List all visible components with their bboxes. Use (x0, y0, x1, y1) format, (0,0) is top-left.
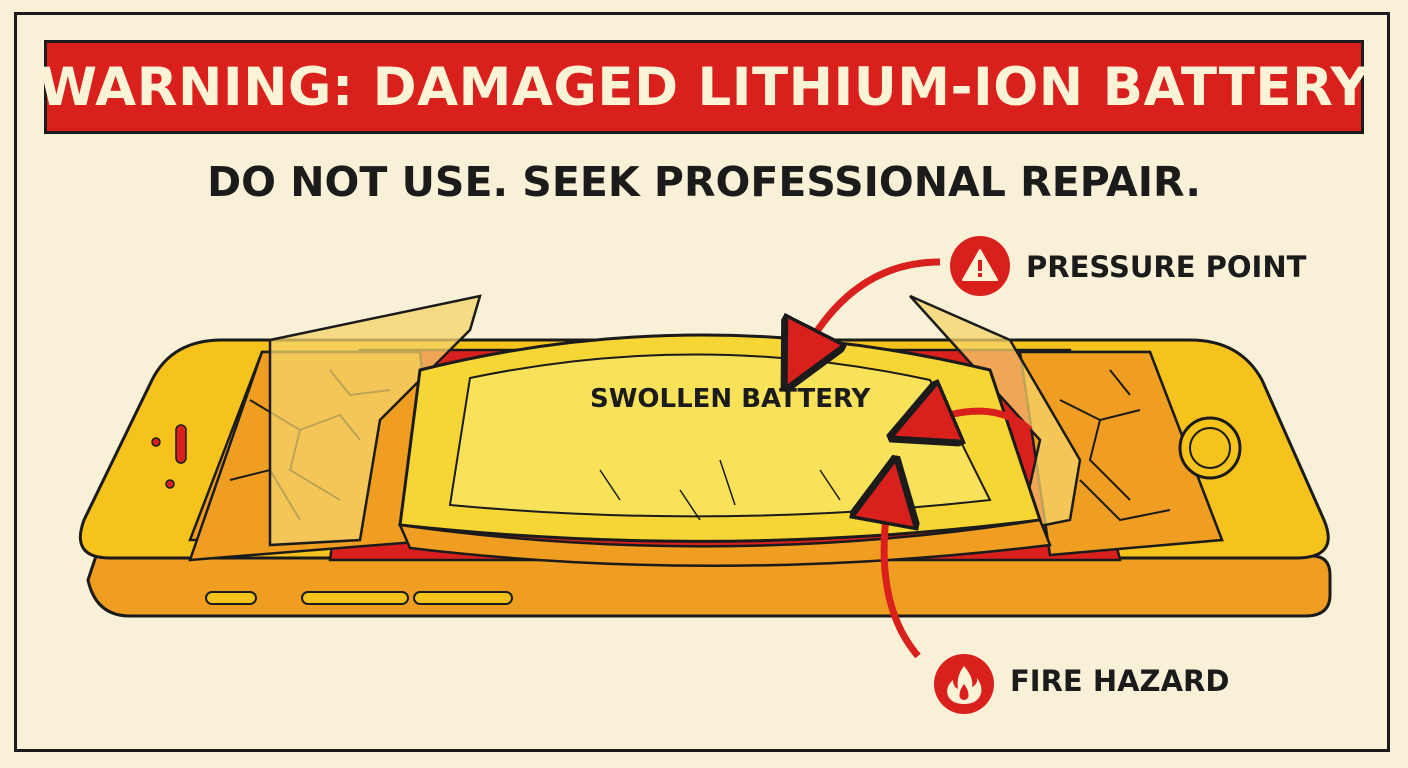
warning-triangle-icon (950, 236, 1010, 296)
sensor-dot (165, 479, 175, 489)
pressure-arrow (800, 258, 941, 360)
warning-subtitle: DO NOT USE. SEEK PROFESSIONAL REPAIR. (207, 158, 1201, 206)
battery-wrinkles (599, 459, 841, 521)
warning-banner: WARNING: DAMAGED LITHIUM-ION BATTERY (39, 40, 1369, 134)
pressure-point-label: PRESSURE POINT (1026, 250, 1307, 284)
crack-lines-right (1059, 369, 1171, 522)
battery-label-panel (448, 353, 992, 518)
speaker-slot (175, 424, 187, 464)
volume-up-button (301, 591, 409, 605)
home-button (1178, 416, 1242, 480)
swollen-battery-label: SWOLLEN BATTERY (590, 384, 871, 414)
poster-frame (14, 12, 1390, 752)
mute-switch (205, 591, 257, 605)
peeled-glass-left (268, 294, 482, 547)
home-button-ring (1189, 427, 1231, 469)
camera-dot (151, 437, 161, 447)
fire-hazard-arrow (884, 490, 918, 659)
pressure-arrow-side (920, 411, 1033, 430)
volume-down-button (413, 591, 513, 605)
fire-hazard-label: FIRE HAZARD (1010, 664, 1230, 698)
warning-title: WARNING: DAMAGED LITHIUM-ION BATTERY (38, 56, 1370, 118)
peeled-glass-right (909, 294, 1082, 532)
flame-icon (934, 654, 994, 714)
